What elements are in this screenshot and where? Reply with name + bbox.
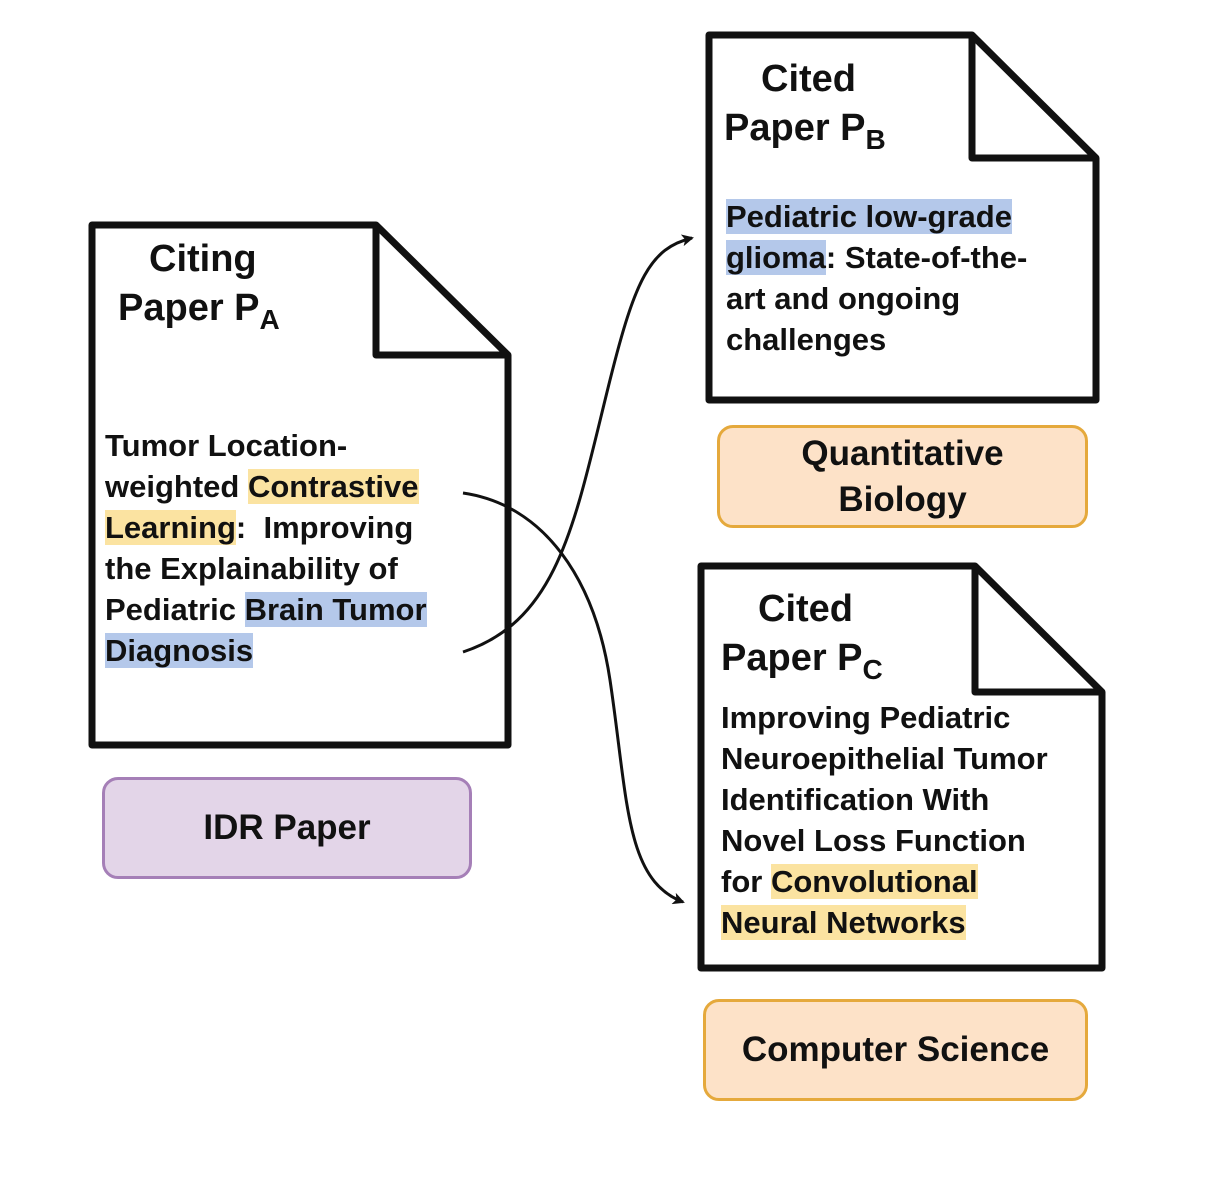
citing-paper-title: Tumor Location- weighted Contrastive Lea… xyxy=(105,425,505,671)
cited-c-title-line: Novel Loss Function xyxy=(721,823,1026,858)
citing-title-text: : Improving xyxy=(235,510,414,545)
quantitative-biology-tag: Quantitative Biology xyxy=(717,425,1088,528)
citing-title-text: weighted xyxy=(105,469,248,504)
cited-c-title-text: for xyxy=(721,864,771,899)
cited-b-title-line: glioma: State-of-the- xyxy=(726,237,1091,278)
highlight-learning: Learning xyxy=(105,510,236,545)
quantitative-biology-line2: Biology xyxy=(838,479,967,519)
cited-paper-b-folded-corner xyxy=(968,35,1096,162)
highlight-glioma: glioma xyxy=(726,240,826,275)
cited-c-title-line: Neural Networks xyxy=(721,902,1099,943)
citing-paper-heading: Citing Paper PA xyxy=(118,235,280,335)
idr-paper-tag: IDR Paper xyxy=(102,777,472,879)
cited-paper-b-heading: Cited Paper PB xyxy=(724,55,886,155)
citing-title-line: Learning: Improving xyxy=(105,507,505,548)
cited-paper-c-heading: Cited Paper PC xyxy=(721,585,883,685)
highlight-brain-tumor: Brain Tumor xyxy=(244,592,427,627)
cited-paper-b-heading-line1: Cited xyxy=(761,58,856,100)
idr-paper-label: IDR Paper xyxy=(203,808,371,847)
highlight-convolutional: Convolutional xyxy=(770,864,978,899)
cited-b-title-line: Pediatric low-grade xyxy=(726,196,1091,237)
citing-title-text: Pediatric xyxy=(105,592,245,627)
cited-paper-c-heading-text: Paper P xyxy=(721,637,863,679)
cited-paper-c-heading-line1: Cited xyxy=(758,588,853,630)
computer-science-label: Computer Science xyxy=(741,1030,1050,1069)
cited-paper-c-folded-corner xyxy=(971,566,1102,696)
citation-arrow-to-paper-c xyxy=(462,491,685,905)
cited-paper-b-heading-text: Paper P xyxy=(724,107,866,149)
citing-title-line: weighted Contrastive xyxy=(105,466,505,507)
quantitative-biology-label: Quantitative Biology xyxy=(801,431,1003,523)
citing-title-line: Diagnosis xyxy=(105,630,505,671)
citing-title-line: Tumor Location- xyxy=(105,428,348,463)
cited-paper-c-title: Improving Pediatric Neuroepithelial Tumo… xyxy=(721,697,1099,943)
citing-paper-heading-line1: Citing xyxy=(149,238,257,280)
highlight-pediatric-low-grade: Pediatric low-grade xyxy=(726,199,1012,234)
cited-b-title-text: : State-of-the- xyxy=(825,240,1028,275)
highlight-neural-networks: Neural Networks xyxy=(721,905,966,940)
cited-c-title-line: for Convolutional xyxy=(721,861,1099,902)
citing-paper-subscript: A xyxy=(259,304,280,335)
cited-c-title-line: Neuroepithelial Tumor xyxy=(721,741,1048,776)
cited-paper-c-heading-line2: Paper PC xyxy=(721,634,883,685)
cited-c-title-line: Identification With xyxy=(721,782,990,817)
cited-c-title-line: Improving Pediatric xyxy=(721,700,1011,735)
citing-paper-heading-text: Paper P xyxy=(118,287,260,329)
cited-paper-b-heading-line2: Paper PB xyxy=(724,104,886,155)
highlight-contrastive: Contrastive xyxy=(247,469,419,504)
cited-b-title-line: challenges xyxy=(726,322,887,357)
cited-paper-b-subscript: B xyxy=(865,124,886,155)
cited-paper-b-title: Pediatric low-grade glioma: State-of-the… xyxy=(726,196,1091,360)
citing-paper-heading-line2: Paper PA xyxy=(118,284,280,335)
cited-paper-c-subscript: C xyxy=(862,654,883,685)
citing-title-line: the Explainability of xyxy=(105,551,398,586)
citing-title-line: Pediatric Brain Tumor xyxy=(105,589,505,630)
highlight-diagnosis: Diagnosis xyxy=(105,633,254,668)
citing-paper-folded-corner xyxy=(372,225,508,359)
citation-arrow-to-paper-b xyxy=(462,234,694,654)
quantitative-biology-line1: Quantitative xyxy=(801,433,1004,473)
cited-b-title-line: art and ongoing xyxy=(726,281,961,316)
computer-science-tag: Computer Science xyxy=(703,999,1088,1101)
